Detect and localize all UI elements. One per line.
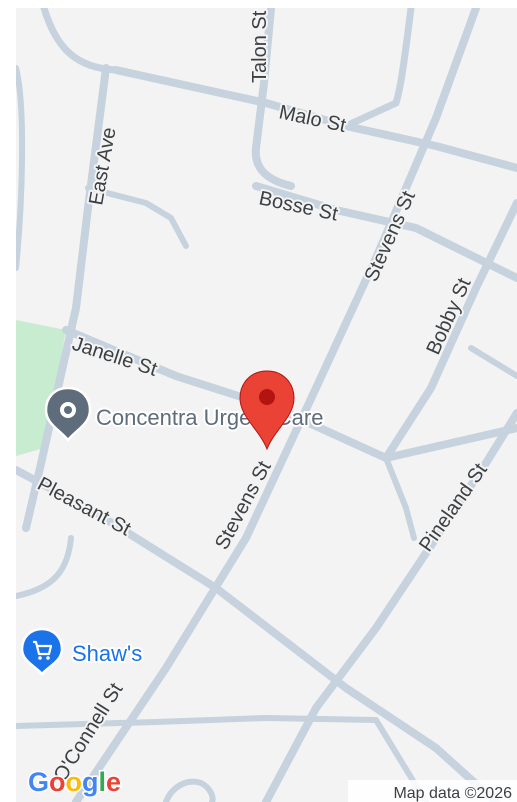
map-canvas[interactable]: Talon St Malo St East Ave Bosse St Steve… bbox=[16, 8, 517, 802]
road-east-ave bbox=[22, 64, 110, 532]
road-bobby-st bbox=[382, 199, 517, 462]
street-label-pineland: Pineland St bbox=[415, 459, 492, 556]
street-label-talon: Talon St bbox=[249, 10, 271, 83]
logo-letter-3: g bbox=[82, 767, 99, 797]
road-bottom-curve bbox=[163, 778, 216, 802]
road-stevens-st bbox=[72, 8, 480, 802]
road-bosse-st bbox=[252, 182, 517, 282]
place-shaws[interactable]: Shaw's bbox=[20, 627, 144, 676]
road-bobby-right bbox=[468, 345, 517, 379]
road-east-ave-spur bbox=[85, 185, 189, 249]
logo-letter-4: l bbox=[99, 767, 107, 797]
attribution-text: Map data ©2026 bbox=[393, 785, 512, 802]
street-label-malo: Malo St bbox=[277, 101, 348, 137]
map-svg[interactable]: Talon St Malo St East Ave Bosse St Steve… bbox=[16, 8, 517, 802]
attribution-box[interactable]: Map data ©2026 bbox=[348, 780, 517, 802]
road-bottom-middle bbox=[16, 715, 379, 729]
road-pineland-st bbox=[262, 409, 517, 802]
road-lower-left bbox=[16, 535, 74, 599]
medical-pin-icon bbox=[44, 386, 92, 442]
road-left-edge bbox=[16, 65, 26, 271]
logo-letter-2: o bbox=[66, 767, 83, 797]
logo-letter-1: o bbox=[49, 767, 66, 797]
street-label-stevens-upper: Stevens St bbox=[360, 187, 420, 285]
road-janelle-branch bbox=[383, 455, 417, 541]
street-label-pleasant: Pleasant St bbox=[34, 473, 135, 541]
logo-letter-5: e bbox=[106, 767, 121, 797]
road-top-left-curve bbox=[40, 8, 120, 74]
place-label-shaws: Shaw's bbox=[72, 641, 142, 666]
google-logo: Google bbox=[28, 767, 121, 797]
road-top-right bbox=[342, 8, 415, 130]
road-talon-st bbox=[251, 8, 295, 190]
red-location-pin-icon[interactable] bbox=[239, 370, 295, 451]
shopping-cart-icon bbox=[20, 627, 64, 676]
park-area bbox=[16, 320, 66, 456]
logo-letter-0: G bbox=[28, 767, 49, 797]
street-label-janelle: Janelle St bbox=[69, 333, 160, 381]
street-label-bosse: Bosse St bbox=[257, 187, 340, 225]
road-pleasant-st bbox=[16, 466, 500, 802]
